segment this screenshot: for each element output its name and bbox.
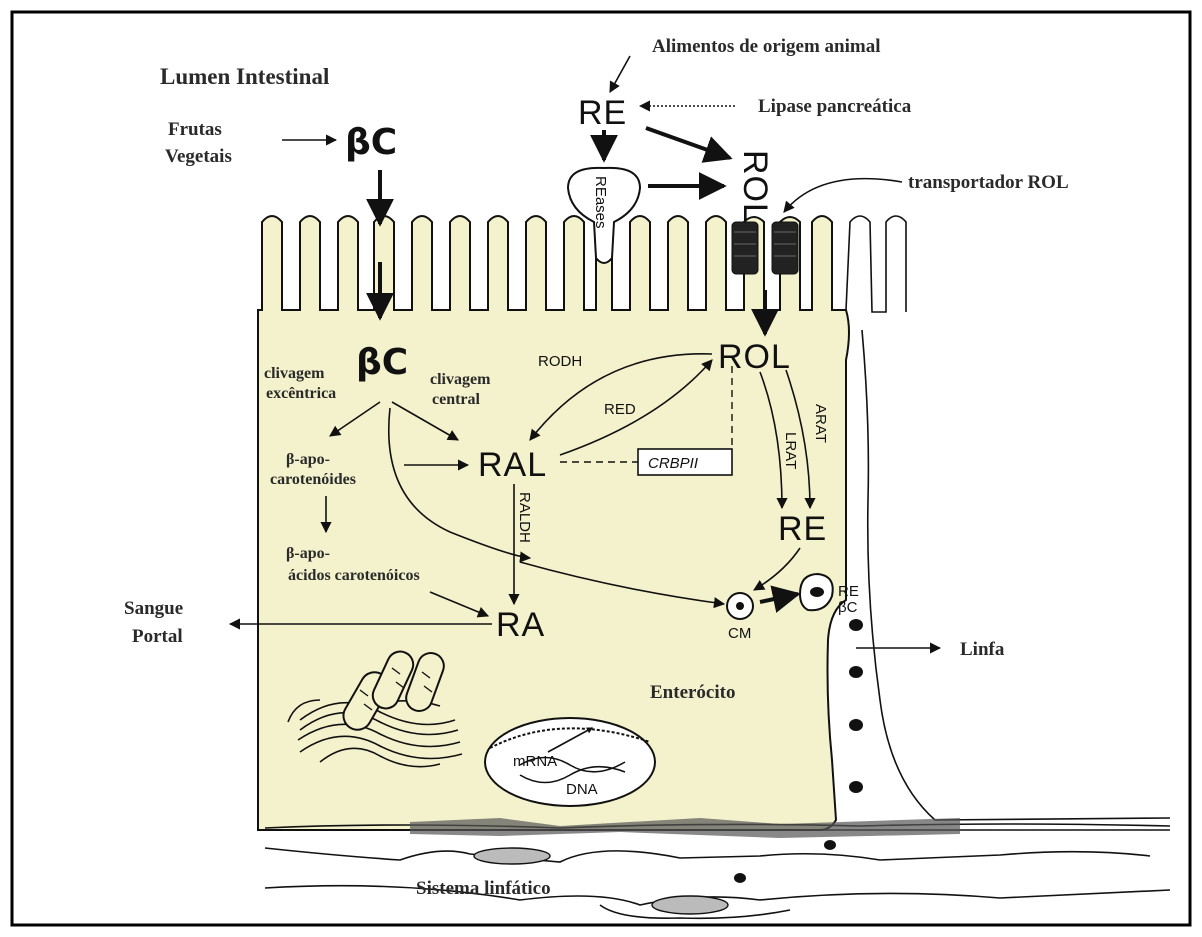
alimentos-label: Alimentos de origem animal xyxy=(652,36,881,57)
apo-carotenoides-2: carotenóides xyxy=(270,471,356,488)
clivagem-cen-1: clivagem xyxy=(430,371,491,388)
red-label: RED xyxy=(604,401,636,418)
transportador-label: transportador ROL xyxy=(908,172,1069,193)
sistema-linfatico-label: Sistema linfático xyxy=(416,878,551,899)
lumen-label: Lumen Intestinal xyxy=(160,64,329,89)
reases-label: REases xyxy=(592,176,609,229)
re-cell-label: RE xyxy=(778,510,827,548)
beta-carotene-cell: βC xyxy=(356,342,408,383)
portal-label: Portal xyxy=(132,626,183,647)
lrat-label: LRAT xyxy=(782,432,799,469)
mrna-label: mRNA xyxy=(513,753,557,770)
lipase-label: Lipase pancreática xyxy=(758,96,912,117)
rodh-label: RODH xyxy=(538,353,582,370)
ra-label: RA xyxy=(496,606,545,644)
enterocito-label: Enterócito xyxy=(650,682,735,703)
apo-carotenoides-1: β-apo- xyxy=(286,451,330,468)
dna-label: DNA xyxy=(566,781,598,798)
arat-label: ARAT xyxy=(812,404,829,443)
clivagem-exc-1: clivagem xyxy=(264,365,325,382)
ral-label: RAL xyxy=(478,446,547,484)
bc-small-label: βC xyxy=(838,599,858,616)
raldh-label: RALDH xyxy=(516,492,533,543)
apo-acidos-1: β-apo- xyxy=(286,545,330,562)
crbpii-label: CRBPII xyxy=(648,455,698,472)
rol-cell-label: ROL xyxy=(718,338,791,376)
re-lumen: RE xyxy=(578,94,627,132)
rol-lumen: ROL xyxy=(736,150,774,223)
clivagem-exc-2: excêntrica xyxy=(266,385,336,402)
sangue-label: Sangue xyxy=(124,598,183,619)
frutas-label: Frutas xyxy=(168,119,222,140)
apo-acidos-2: ácidos carotenóicos xyxy=(288,567,420,584)
re-small-label: RE xyxy=(838,583,859,600)
beta-carotene-lumen: βC xyxy=(345,122,397,163)
vegetais-label: Vegetais xyxy=(165,146,232,167)
clivagem-cen-2: central xyxy=(432,391,481,408)
cm-label: CM xyxy=(728,625,751,642)
linfa-label: Linfa xyxy=(960,639,1005,660)
